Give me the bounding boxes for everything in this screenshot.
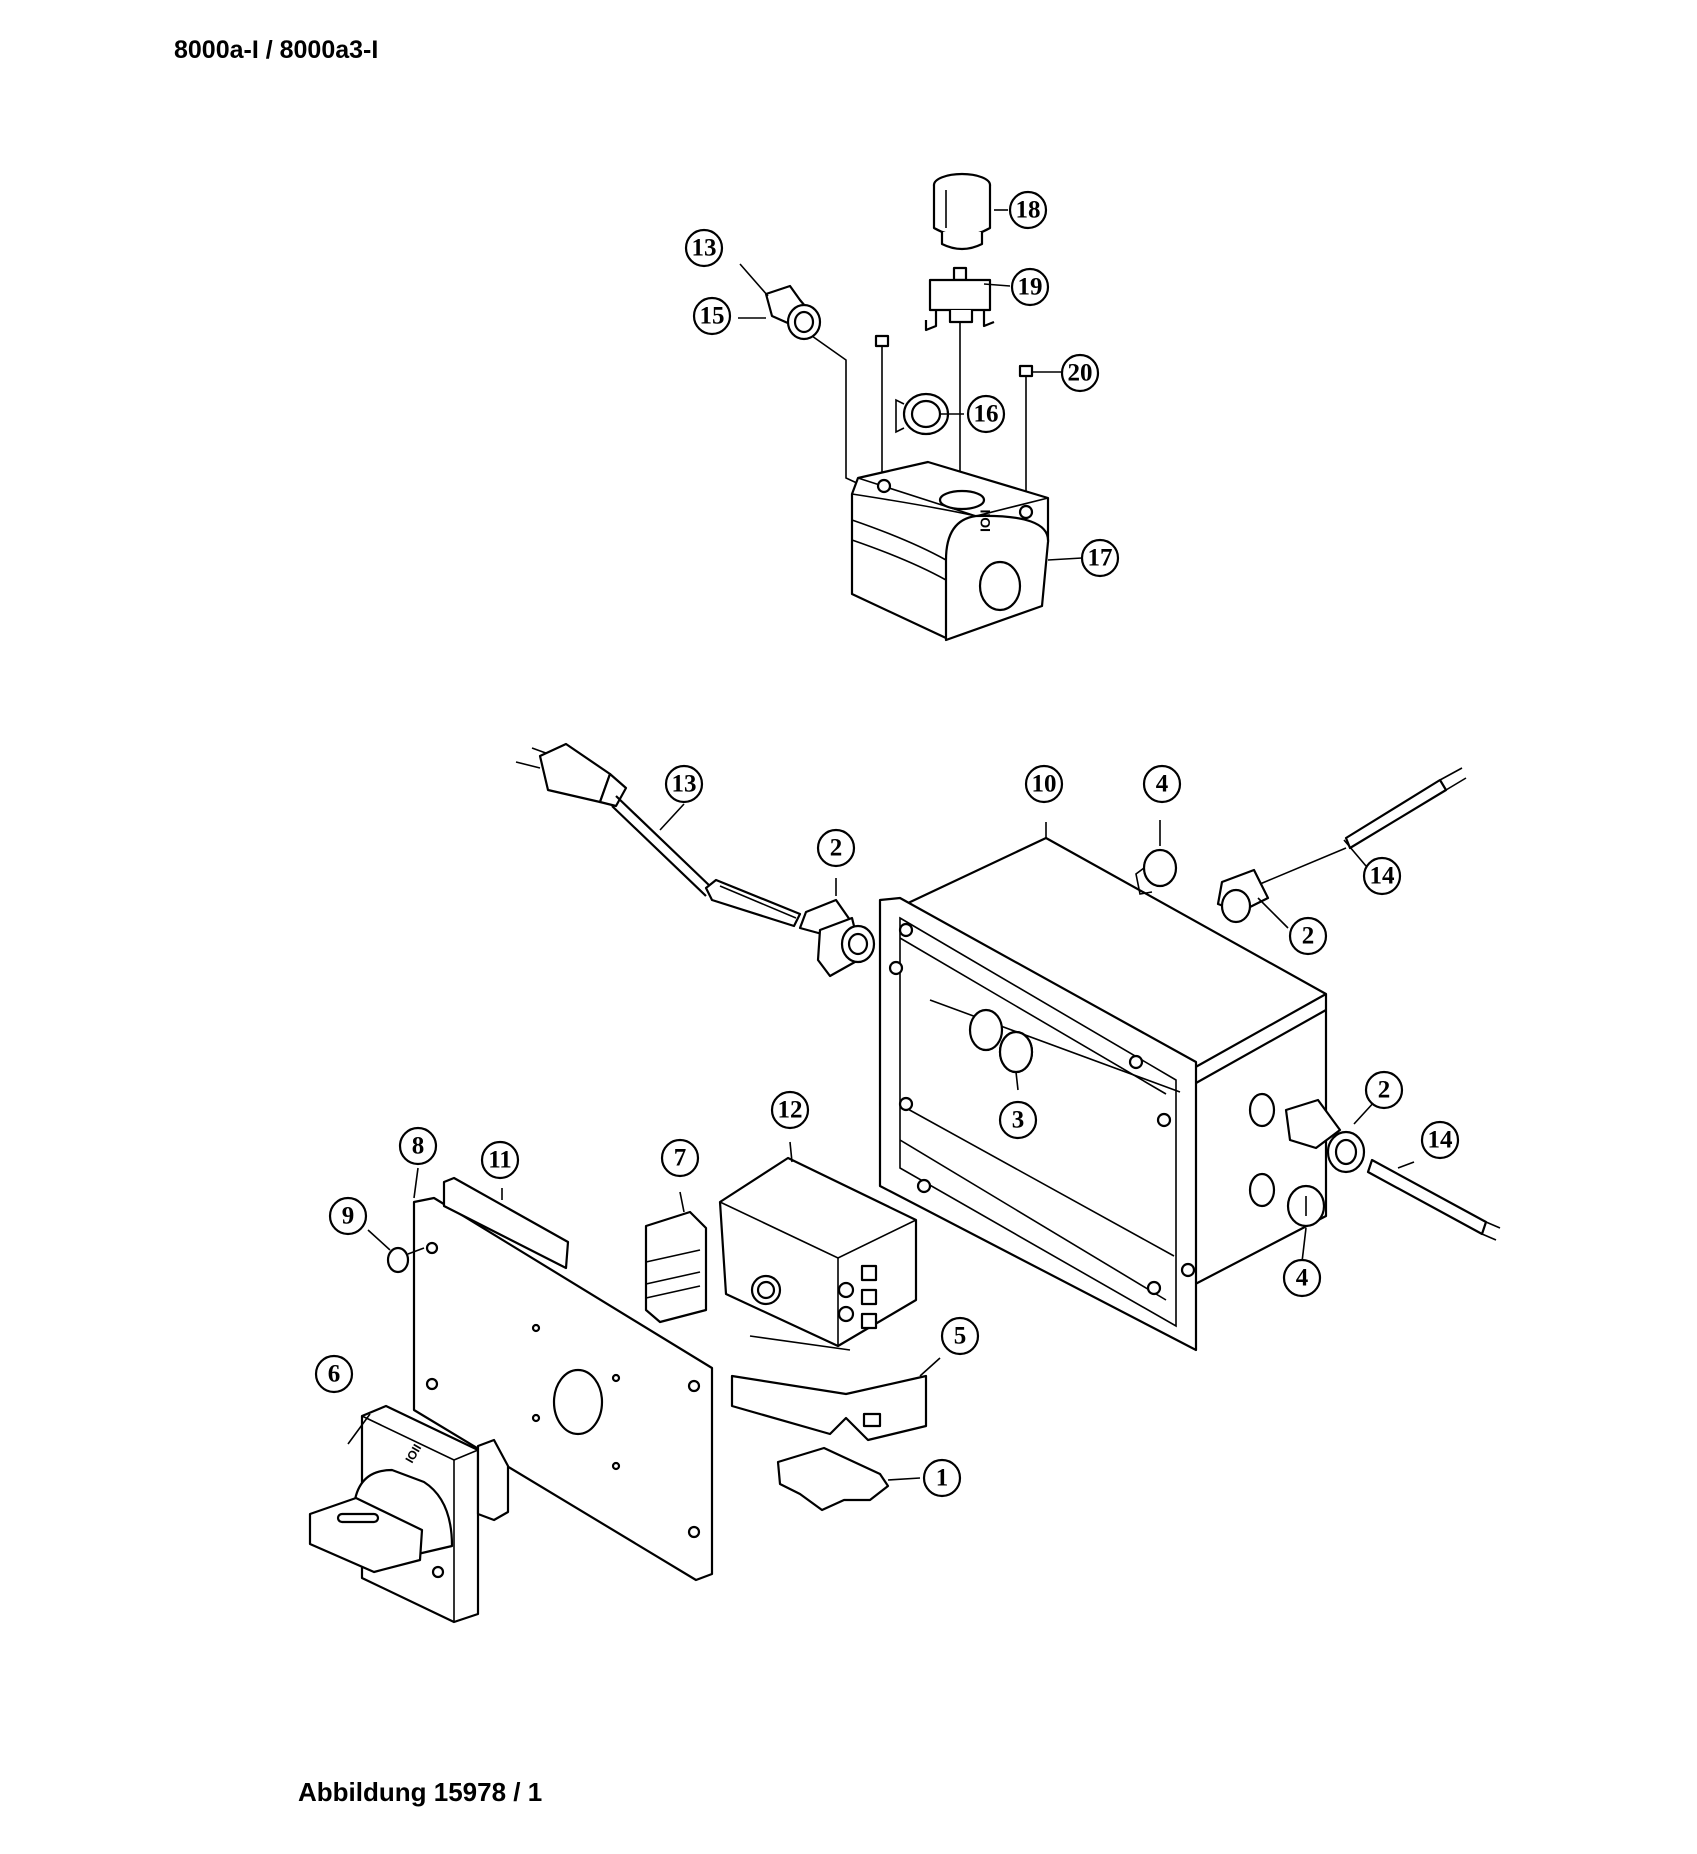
cable-side-right-part [1366,1158,1501,1241]
callout-10: 10 [1024,764,1064,804]
svg-text:11: 11 [488,1147,512,1174]
svg-text:4: 4 [1296,1265,1309,1292]
figure-caption: Abbildung 15978 / 1 [298,1777,543,1807]
callout-6: 6 [314,1354,354,1394]
svg-text:17: 17 [1088,545,1113,572]
svg-text:2: 2 [830,835,843,862]
svg-text:1: 1 [936,1465,949,1492]
callout-2-side: 2 [1364,1070,1404,1110]
callout-1: 1 [922,1458,962,1498]
screw-right-part [1018,364,1034,508]
front-plate-part [412,1196,714,1582]
callout-14-top: 14 [1362,856,1402,896]
callout-16: 16 [966,394,1006,434]
contact-block-part [924,266,995,490]
callout-2-left: 2 [816,828,856,868]
svg-text:7: 7 [674,1145,687,1172]
plate-screw-part [386,1246,425,1274]
svg-text:6: 6 [328,1361,341,1388]
relay-part [718,1156,918,1348]
pushbutton-cap-part [932,172,992,251]
svg-text:18: 18 [1016,197,1041,224]
housing-marking-label: IOII [977,509,993,532]
plug-cable-part [515,742,802,928]
callout-4-side: 4 [1282,1258,1322,1298]
callout-4-top: 4 [1142,764,1182,804]
svg-text:9: 9 [342,1203,355,1230]
callout-13-top: 13 [684,228,724,268]
svg-text:10: 10 [1032,771,1057,798]
cable-top-right-part [1344,767,1467,850]
svg-text:3: 3 [1012,1107,1025,1134]
callout-11: 11 [480,1140,520,1180]
cable-gland-side-part [1284,1098,1366,1174]
svg-text:15: 15 [700,303,725,330]
cable-gland-top-right-part [1216,847,1347,924]
svg-text:5: 5 [954,1323,967,1350]
svg-text:14: 14 [1370,863,1396,890]
svg-text:13: 13 [672,771,697,798]
svg-text:8: 8 [412,1133,425,1160]
svg-text:16: 16 [974,401,999,428]
callout-14-side: 14 [1420,1120,1460,1160]
blanking-plug-inside-part [998,1030,1034,1074]
blanking-plug-side-part [1286,1184,1326,1228]
svg-text:13: 13 [692,235,717,262]
cable-gland-left-part [798,898,876,978]
svg-text:20: 20 [1068,360,1093,387]
cable-gland-small-part [764,284,873,491]
svg-text:4: 4 [1156,771,1169,798]
terminal-block-part [644,1210,708,1324]
rotary-switch-part: IOII [308,1404,510,1624]
callout-18: 18 [1008,190,1048,230]
callout-9: 9 [328,1196,368,1236]
callout-3: 3 [998,1100,1038,1140]
svg-text:19: 19 [1018,274,1043,301]
enclosure-box-part [878,836,1328,1352]
callout-15: 15 [692,296,732,336]
callout-5: 5 [940,1316,980,1356]
mounting-base-part [730,1335,928,1442]
svg-text:12: 12 [778,1097,803,1124]
label-strip-part [442,1176,570,1270]
svg-text:2: 2 [1302,923,1315,950]
blanking-plug-top-part [1135,848,1178,895]
page-title: 8000a-I / 8000a3-I [174,36,379,64]
callout-7: 7 [660,1138,700,1178]
svg-text:2: 2 [1378,1077,1391,1104]
callout-20: 20 [1060,353,1100,393]
svg-text:14: 14 [1428,1127,1454,1154]
clip-part [776,1446,890,1512]
callout-13-bottom: 13 [664,764,704,804]
screw-left-part [874,334,890,480]
callout-19: 19 [1010,267,1050,307]
callout-12: 12 [770,1090,810,1130]
callout-2-top-right: 2 [1288,916,1328,956]
callout-17: 17 [1080,538,1120,578]
pushbutton-housing-part: IOII [850,460,1050,642]
callout-8: 8 [398,1126,438,1166]
